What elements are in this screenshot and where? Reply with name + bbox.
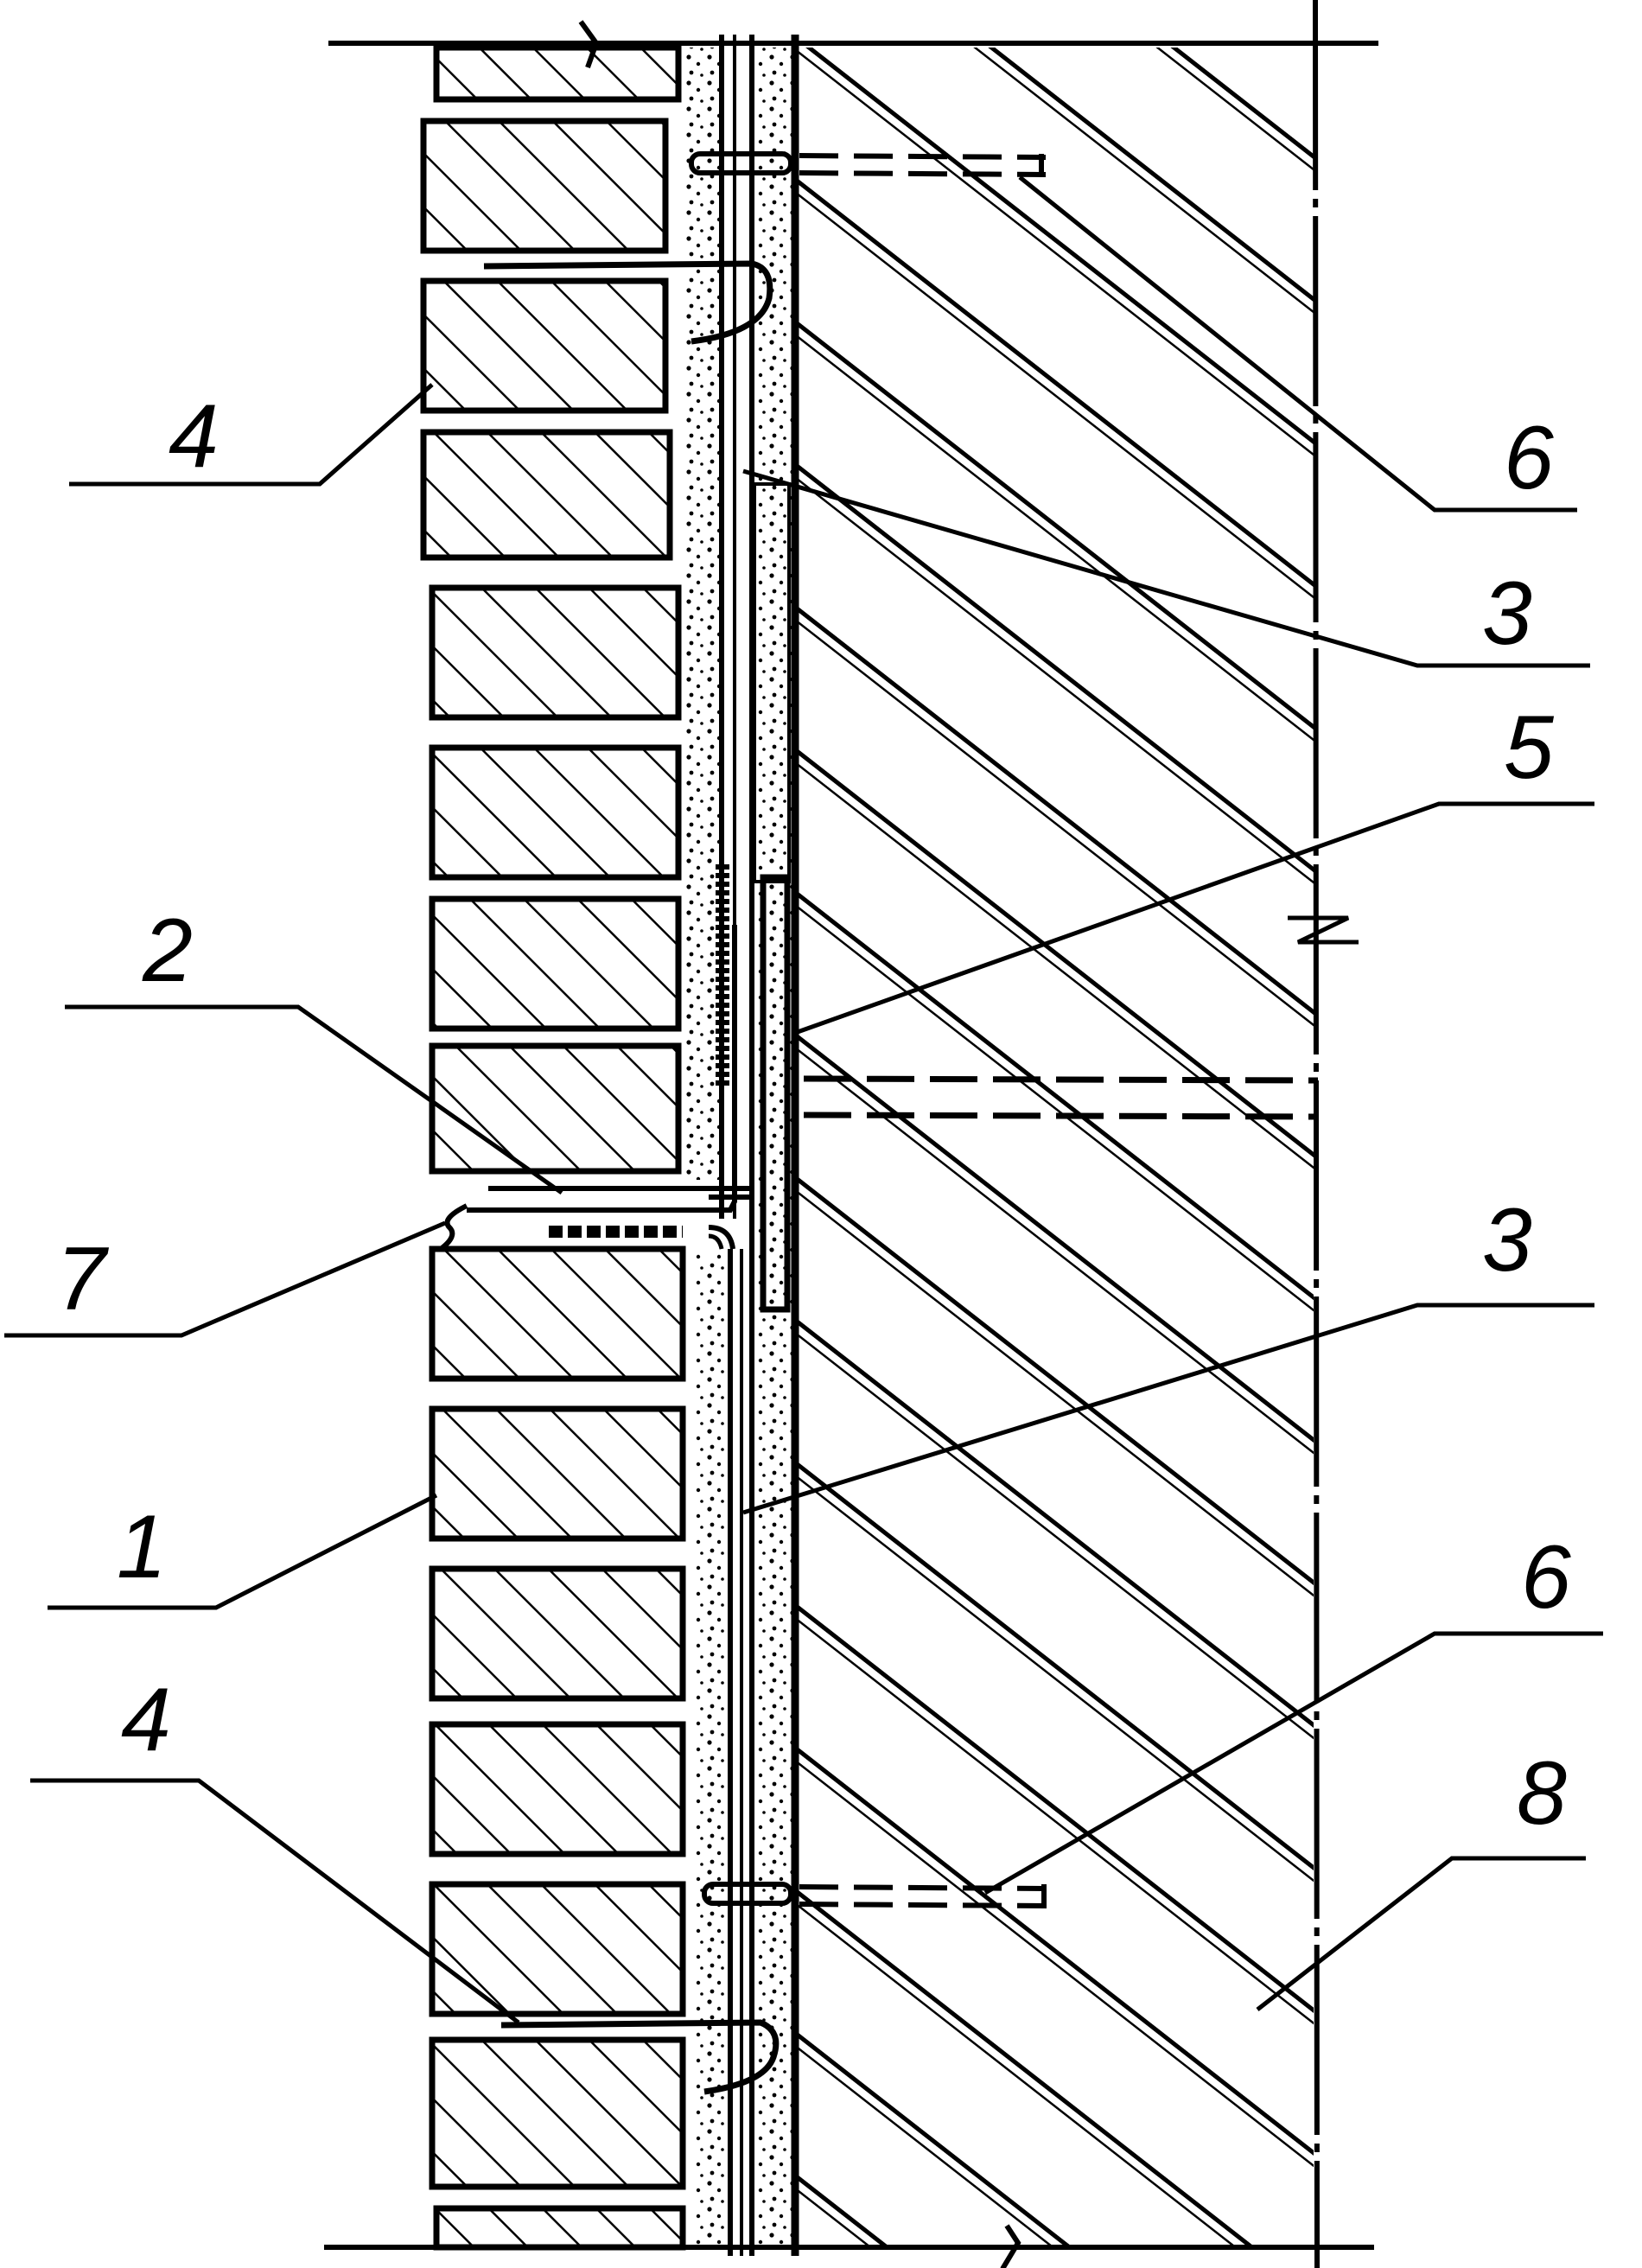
label-2: 2 <box>142 901 193 1001</box>
label-3-top: 3 <box>1482 564 1532 664</box>
label-7: 7 <box>56 1229 110 1329</box>
label-1: 1 <box>117 1497 167 1597</box>
anchors-and-ties <box>483 151 1319 2095</box>
label-3-mid: 3 <box>1482 1190 1532 1290</box>
leader-lines <box>4 175 1603 2024</box>
label-4-bot: 4 <box>121 1670 171 1770</box>
insulation-layers <box>683 35 792 2256</box>
label-8: 8 <box>1517 1743 1567 1844</box>
label-4-top: 4 <box>169 386 219 487</box>
label-6-bot: 6 <box>1521 1527 1571 1628</box>
support-bracket <box>488 1186 754 1250</box>
brick-masonry <box>420 44 686 2251</box>
concrete-wall <box>791 35 1314 2256</box>
label-6-top: 6 <box>1504 408 1554 508</box>
callout-labels: 4 6 3 5 2 7 3 1 6 4 8 <box>56 386 1571 1844</box>
fixing-plate <box>439 864 791 1313</box>
label-5: 5 <box>1504 698 1555 798</box>
